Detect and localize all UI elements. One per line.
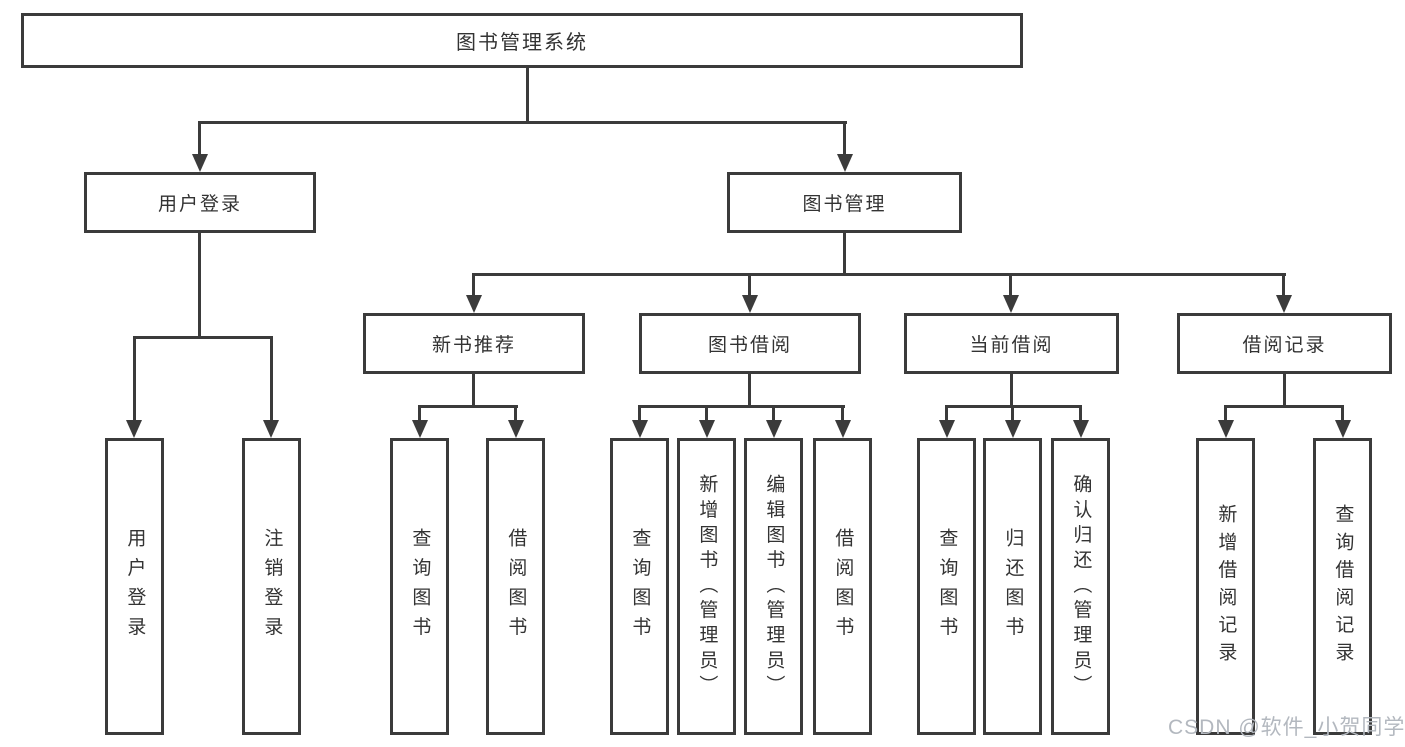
connector-line: [748, 374, 751, 405]
connector-line: [472, 273, 1286, 276]
connector-line: [1011, 405, 1014, 421]
node-book-borrowing: 图书借阅: [639, 313, 861, 374]
arrow-down-icon: [126, 420, 142, 438]
leaf-current-confirm-return-admin: 确认归还（管理员）: [1051, 438, 1110, 735]
node-label: 归还图书: [1002, 527, 1024, 646]
connector-line: [1224, 405, 1227, 421]
node-label: 注销登录: [261, 527, 283, 646]
connector-line: [1283, 374, 1286, 405]
arrow-down-icon: [412, 420, 428, 438]
node-label: 图书管理系统: [456, 32, 588, 54]
leaf-user-login: 用户登录: [105, 438, 164, 735]
watermark: CSDN @软件_小贺同学: [1168, 716, 1405, 739]
arrow-down-icon: [766, 420, 782, 438]
leaf-newbook-borrow-books: 借阅图书: [486, 438, 545, 735]
connector-line: [472, 374, 475, 405]
arrow-down-icon: [939, 420, 955, 438]
connector-line: [772, 405, 775, 421]
connector-line: [198, 121, 847, 124]
node-label: 借阅图书: [832, 527, 854, 646]
connector-line: [198, 233, 201, 336]
node-label: 当前借阅: [969, 335, 1054, 356]
arrow-down-icon: [1073, 420, 1089, 438]
node-label: 用户登录: [124, 527, 146, 646]
arrow-down-icon: [1005, 420, 1021, 438]
node-new-book-recommendation: 新书推荐: [363, 313, 585, 374]
connector-line: [843, 233, 846, 273]
connector-line: [841, 405, 844, 421]
arrow-down-icon: [835, 420, 851, 438]
connector-line: [638, 405, 641, 421]
node-label: 编辑图书（管理员）: [763, 473, 785, 700]
connector-line: [705, 405, 708, 421]
node-label: 查询图书: [409, 527, 431, 646]
leaf-add-borrow-record: 新增借阅记录: [1196, 438, 1255, 735]
node-borrowing-records: 借阅记录: [1177, 313, 1392, 374]
arrow-down-icon: [837, 154, 853, 172]
connector-line: [1282, 273, 1285, 297]
node-book-management: 图书管理: [727, 172, 962, 233]
leaf-borrow-borrow-books: 借阅图书: [813, 438, 872, 735]
node-user-login: 用户登录: [84, 172, 316, 233]
arrow-down-icon: [632, 420, 648, 438]
leaf-current-query-books: 查询图书: [917, 438, 976, 735]
node-label: 确认归还（管理员）: [1070, 473, 1092, 700]
node-label: 查询图书: [629, 527, 651, 646]
connector-line: [1341, 405, 1344, 421]
leaf-current-return-books: 归还图书: [983, 438, 1042, 735]
arrow-down-icon: [1276, 295, 1292, 313]
node-library-management-system: 图书管理系统: [21, 13, 1023, 68]
connector-line: [270, 336, 273, 422]
connector-line: [1009, 273, 1012, 297]
node-label: 新增借阅记录: [1215, 503, 1237, 670]
connector-line: [472, 273, 475, 297]
leaf-borrow-add-books-admin: 新增图书（管理员）: [677, 438, 736, 735]
leaf-newbook-query-books: 查询图书: [390, 438, 449, 735]
connector-line: [514, 405, 517, 421]
leaf-logout-login: 注销登录: [242, 438, 301, 735]
connector-line: [526, 68, 529, 121]
connector-line: [1224, 405, 1344, 408]
arrow-down-icon: [192, 154, 208, 172]
connector-line: [418, 405, 421, 421]
node-label: 用户登录: [157, 194, 242, 215]
node-current-borrowing: 当前借阅: [904, 313, 1119, 374]
leaf-borrow-edit-books-admin: 编辑图书（管理员）: [744, 438, 803, 735]
arrow-down-icon: [508, 420, 524, 438]
arrow-down-icon: [1003, 295, 1019, 313]
connector-line: [418, 405, 518, 408]
node-label: 借阅记录: [1242, 335, 1327, 356]
connector-line: [198, 121, 201, 158]
node-label: 查询图书: [936, 527, 958, 646]
connector-line: [638, 405, 845, 408]
connector-line: [1079, 405, 1082, 421]
connector-line: [748, 273, 751, 297]
connector-line: [1010, 374, 1013, 405]
arrow-down-icon: [742, 295, 758, 313]
node-label: 图书管理: [802, 194, 887, 215]
leaf-query-borrow-record: 查询借阅记录: [1313, 438, 1372, 735]
node-label: 借阅图书: [505, 527, 527, 646]
arrow-down-icon: [263, 420, 279, 438]
connector-line: [133, 336, 136, 422]
node-label: 新增图书（管理员）: [696, 473, 718, 700]
connector-line: [133, 336, 273, 339]
arrow-down-icon: [699, 420, 715, 438]
connector-line: [843, 121, 846, 158]
node-label: 图书借阅: [707, 335, 792, 356]
node-label: 新书推荐: [431, 335, 516, 356]
arrow-down-icon: [1218, 420, 1234, 438]
connector-line: [945, 405, 948, 421]
arrow-down-icon: [1335, 420, 1351, 438]
node-label: 查询借阅记录: [1332, 503, 1354, 670]
arrow-down-icon: [466, 295, 482, 313]
leaf-borrow-query-books: 查询图书: [610, 438, 669, 735]
